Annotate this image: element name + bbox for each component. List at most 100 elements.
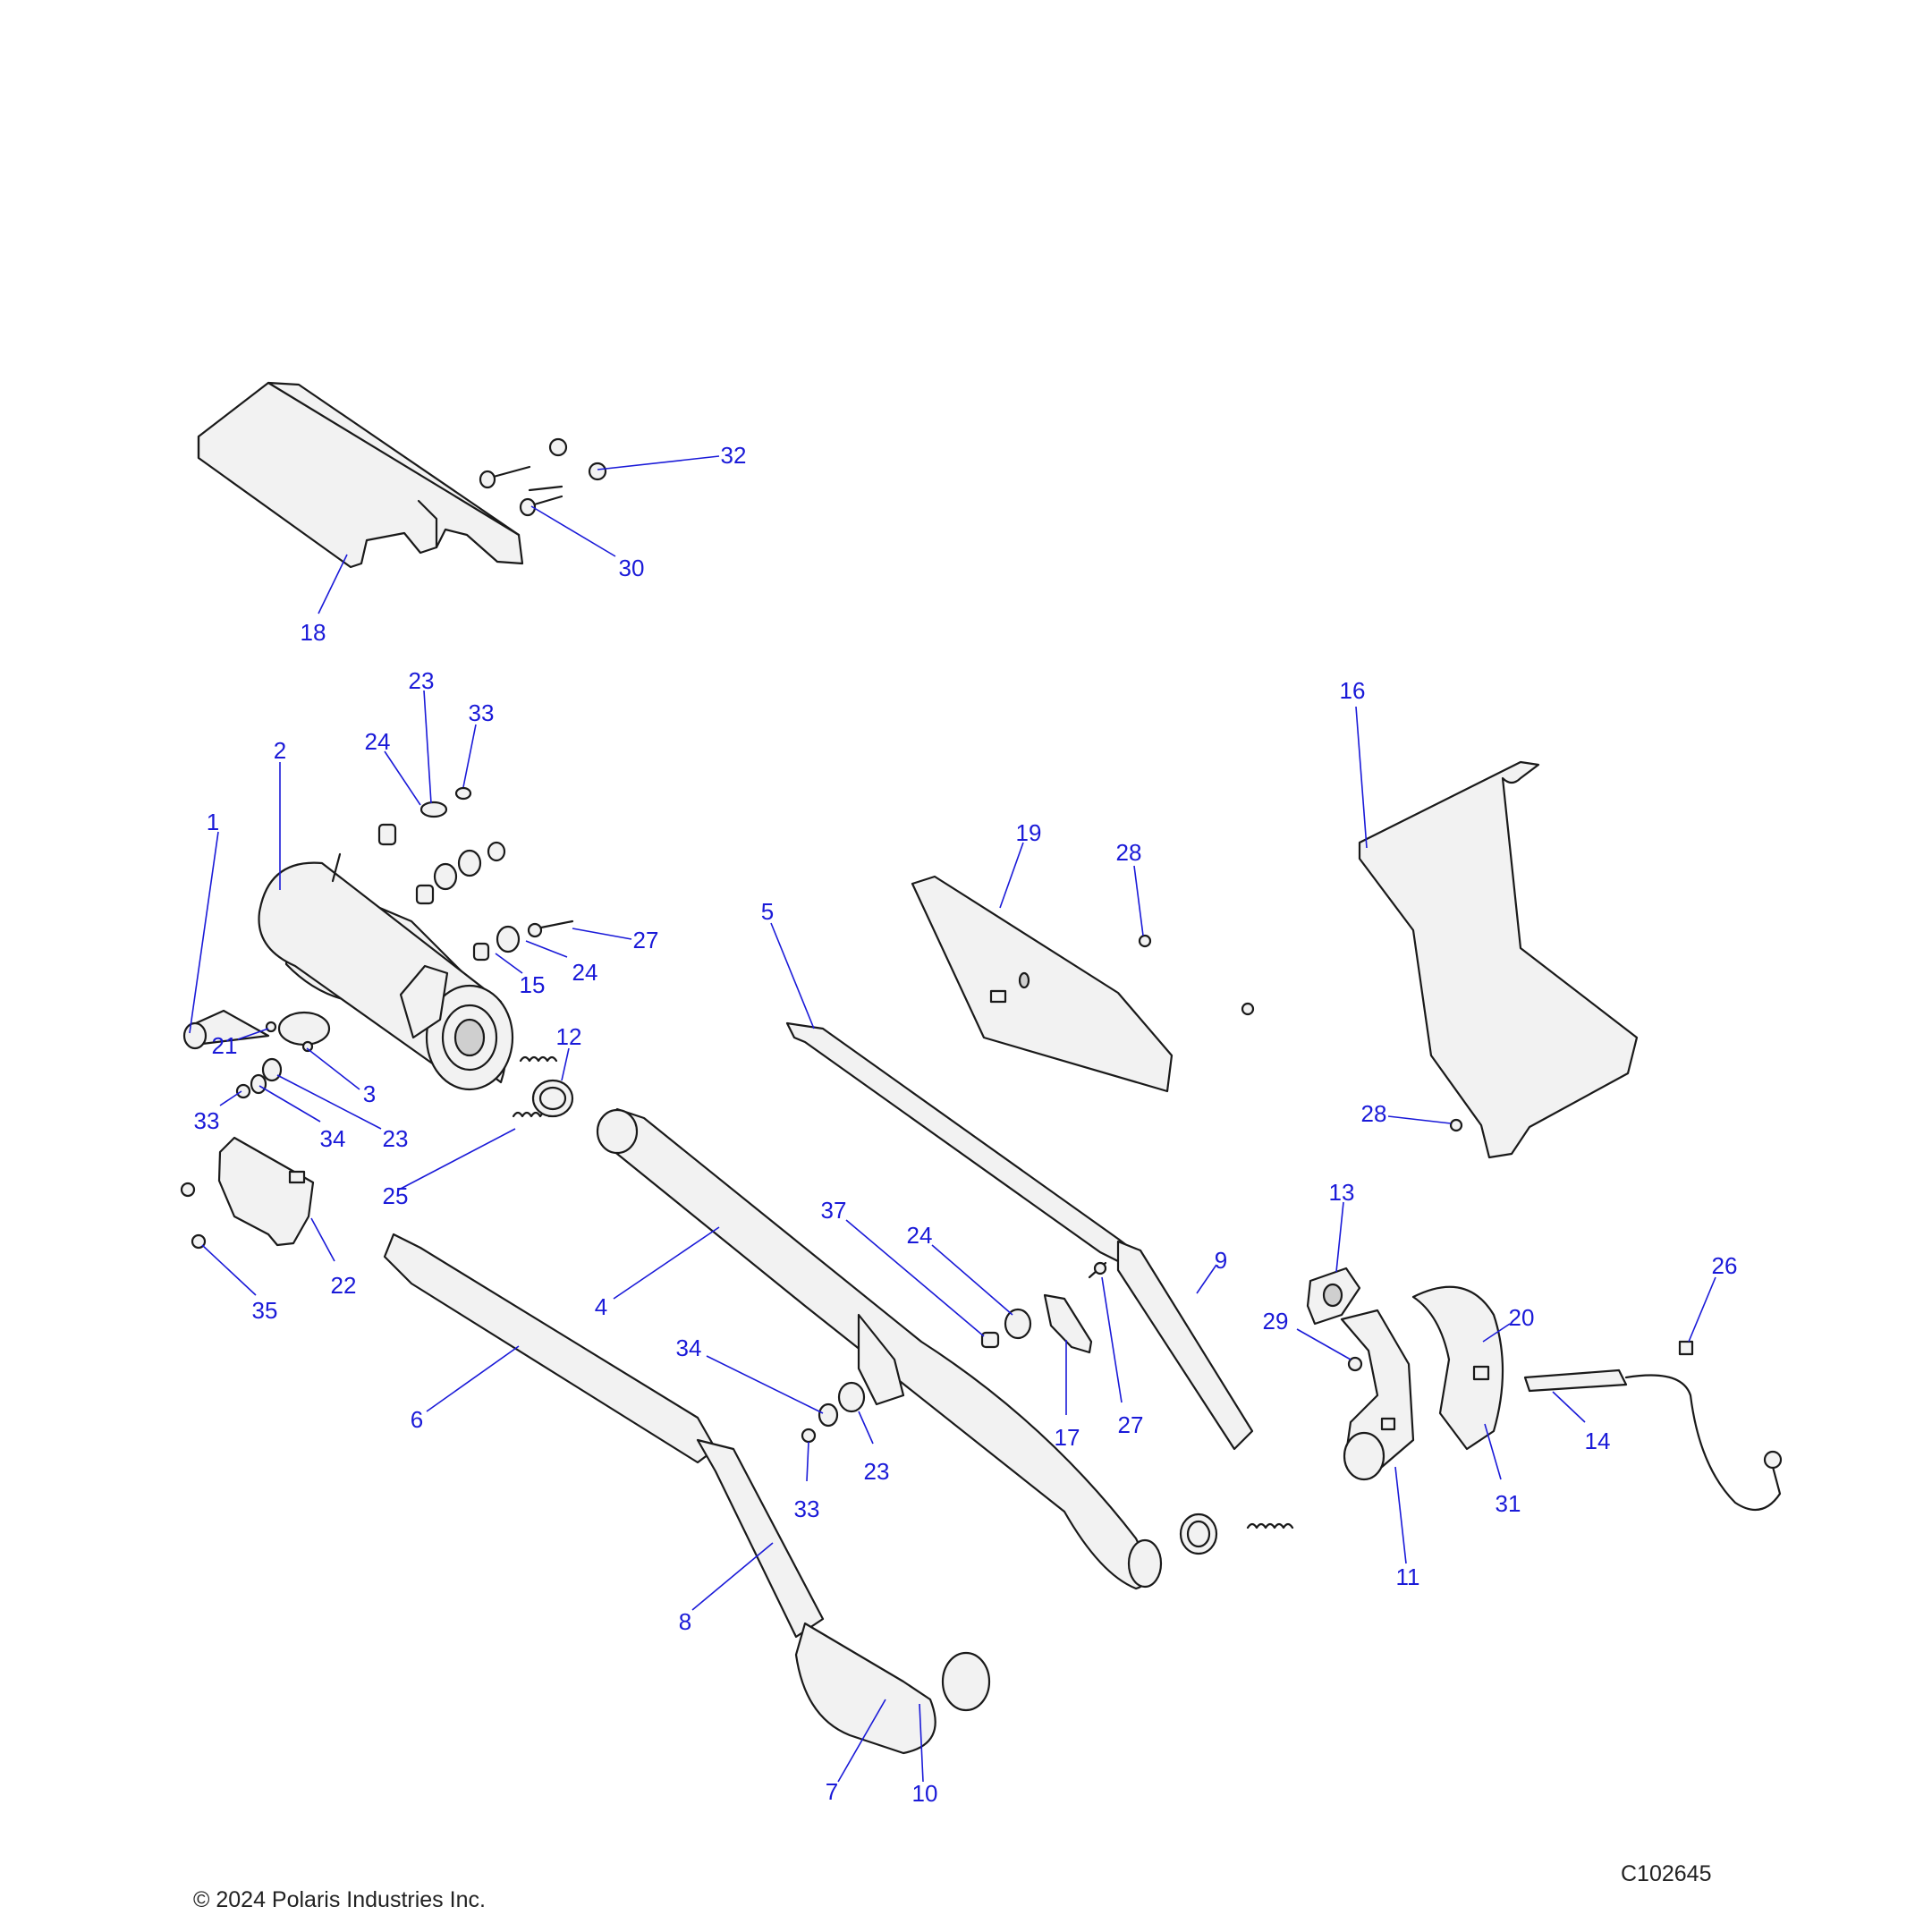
callout-33b: 33 [194,1090,242,1134]
callout-17: 17 [1055,1340,1080,1451]
svg-text:12: 12 [556,1023,582,1050]
callout-9: 9 [1196,1247,1227,1294]
fasteners-35 [180,1182,207,1250]
callout-31: 31 [1484,1423,1521,1517]
callout-28b: 28 [1361,1100,1452,1127]
callout-27a: 27 [572,927,658,953]
svg-text:9: 9 [1215,1247,1227,1274]
svg-text:15: 15 [520,971,546,998]
svg-text:28: 28 [1361,1100,1387,1127]
o2-sensor [1523,1340,1783,1512]
callout-20: 20 [1482,1304,1535,1343]
callout-27b: 27 [1101,1276,1144,1438]
svg-text:11: 11 [1396,1563,1420,1590]
svg-text:10: 10 [912,1780,938,1807]
svg-text:21: 21 [212,1032,238,1059]
gasket-13 [1306,1267,1361,1326]
svg-text:7: 7 [826,1778,838,1805]
svg-text:3: 3 [363,1080,376,1107]
callout-15: 15 [495,953,546,998]
flange-11 [1340,1309,1415,1481]
svg-text:33: 33 [794,1496,820,1522]
svg-text:34: 34 [676,1335,702,1361]
bolt-30 [479,465,564,517]
svg-text:8: 8 [679,1608,691,1635]
svg-text:31: 31 [1496,1490,1521,1517]
svg-text:13: 13 [1329,1179,1355,1206]
callout-5: 5 [761,898,815,1030]
svg-text:35: 35 [252,1297,278,1324]
svg-text:25: 25 [383,1182,409,1209]
svg-text:20: 20 [1509,1304,1535,1331]
callout-14: 14 [1552,1391,1611,1454]
clamp-5 [785,1021,1254,1451]
svg-text:33: 33 [194,1107,220,1134]
callout-3: 3 [306,1047,376,1107]
callout-26: 26 [1688,1252,1738,1343]
svg-text:14: 14 [1585,1428,1611,1454]
callout-19: 19 [999,819,1042,909]
svg-text:24: 24 [572,959,598,986]
svg-text:5: 5 [761,898,774,925]
svg-text:19: 19 [1016,819,1042,846]
svg-text:23: 23 [383,1125,409,1152]
fasteners-28 [1138,934,1463,1132]
callout-21: 21 [212,1028,269,1059]
callout-29: 29 [1263,1308,1352,1360]
bolt-29 [1347,1356,1363,1372]
callout-6: 6 [411,1345,520,1433]
gasket-12 [531,1079,574,1118]
svg-text:33: 33 [469,699,495,726]
pipe-6 [383,1233,717,1464]
callout-13: 13 [1329,1179,1355,1273]
callout-16: 16 [1340,677,1368,849]
callout-4: 4 [595,1226,720,1320]
flange-20 [1411,1285,1504,1451]
bracket-22 [217,1136,315,1247]
svg-text:29: 29 [1263,1308,1289,1335]
bracket-17 [1043,1261,1107,1354]
heat-shield-19 [911,875,1174,1093]
svg-text:34: 34 [320,1125,346,1152]
svg-text:30: 30 [619,555,645,581]
svg-text:18: 18 [301,619,326,646]
callout-7: 7 [826,1699,886,1805]
svg-text:27: 27 [1118,1411,1144,1438]
figure-id: C102645 [1621,1861,1712,1886]
pipe-8 [696,1438,991,1755]
callout-28a: 28 [1116,839,1144,936]
nut-32 [548,437,607,481]
callout-23b: 23 [276,1074,409,1152]
callout-30: 30 [530,505,645,581]
callout-22: 22 [310,1217,356,1299]
callout-24b: 24 [525,940,598,986]
callout-35: 35 [201,1244,278,1324]
callout-24a: 24 [365,728,421,806]
svg-text:27: 27 [633,927,659,953]
callout-1: 1 [189,809,219,1034]
svg-text:26: 26 [1712,1252,1738,1279]
svg-text:37: 37 [821,1197,847,1224]
pipe-joint-gasket [1179,1513,1294,1555]
copyright-notice: © 2024 Polaris Industries Inc. [193,1887,486,1912]
heat-shield-16 [1358,760,1639,1159]
svg-text:23: 23 [409,667,435,694]
heat-shield-top [197,381,524,569]
callout-25: 25 [383,1128,516,1209]
callout-37: 37 [821,1197,985,1337]
svg-text:23: 23 [864,1458,890,1485]
washers-23 [801,1308,1032,1444]
callout-23a: 23 [409,667,435,804]
svg-text:1: 1 [207,809,219,835]
callout-33c: 33 [794,1441,820,1522]
callout-11: 11 [1394,1466,1420,1590]
svg-text:24: 24 [907,1222,933,1249]
svg-text:24: 24 [365,728,391,755]
callout-10: 10 [912,1703,938,1807]
callout-34b: 34 [676,1335,824,1414]
svg-text:16: 16 [1340,677,1366,704]
svg-text:32: 32 [721,442,747,469]
svg-text:2: 2 [274,737,286,764]
svg-text:17: 17 [1055,1424,1080,1451]
